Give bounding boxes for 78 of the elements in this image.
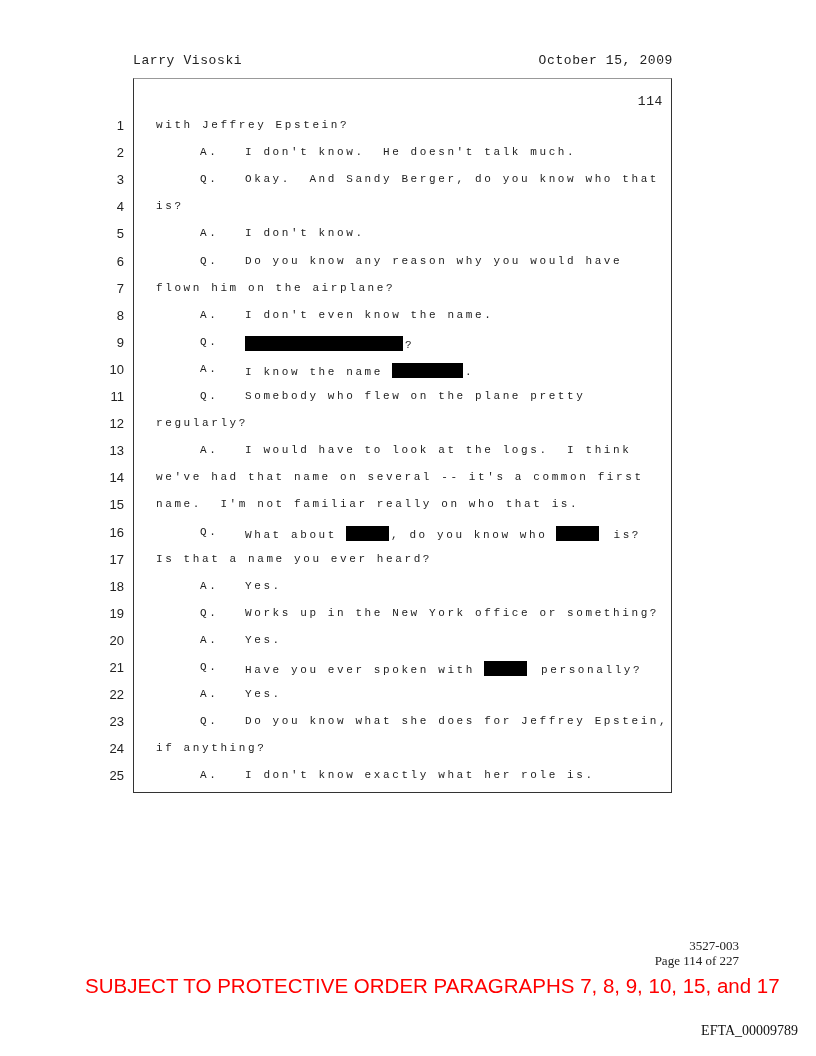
line-number: 13 [108,443,124,459]
deposition-date: October 15, 2009 [538,53,673,68]
line-number: 18 [108,578,124,594]
protective-order-notice: SUBJECT TO PROTECTIVE ORDER PARAGRAPHS 7, 8, 9, 10, 15, and 17 [85,974,780,998]
line-number: 24 [108,741,124,757]
speaker-label: Q. [200,335,219,348]
speaker-label: A. [200,227,219,240]
transcript-text: Do you know any reason why you would have [245,254,623,267]
speaker-label: Q. [200,606,219,619]
speaker-label: Q. [200,173,219,186]
line-number: 2 [115,145,124,161]
transcript-text: is? [156,200,184,213]
speaker-label: A. [200,308,219,321]
transcript-text: name. I'm not familiar really on who that is. [156,498,580,511]
line-number: 10 [108,361,124,377]
line-number: 20 [108,632,124,648]
transcript-text: Have you ever spoken with [245,664,476,676]
transcript-text: I don't know exactly what her role is. [245,769,595,782]
line-number: 11 [109,389,124,404]
transcript-text: . [465,365,475,378]
document-id: EFTA_00009789 [701,1023,798,1039]
speaker-label: A. [200,444,219,457]
speaker-label: A. [200,579,219,592]
line-number: 8 [115,307,124,323]
line-number: 21 [108,660,124,675]
speaker-label: A. [200,688,219,701]
line-number: 12 [108,416,124,432]
transcript-text: if anything? [156,742,267,755]
transcript-text: Yes. [245,579,282,592]
transcript-text: is? [613,528,642,541]
line-number: 3 [115,172,124,188]
transcript-text: I don't know. [245,227,365,240]
line-number: 15 [108,497,124,513]
transcript-text: Works up in the New York office or something? [245,606,660,619]
transcript-text: personally? [541,664,643,676]
line-number: 5 [115,226,124,242]
transcript-text: ? [405,338,415,351]
transcript-text: I don't even know the name. [245,308,494,321]
page-number: 114 [637,94,663,109]
transcript-text: Okay. And Sandy Berger, do you know who that [245,173,660,186]
line-number: 1 [115,118,124,133]
speaker-label: Q. [200,715,219,728]
transcript-text: I know the name [245,365,384,378]
line-number: 9 [115,334,124,350]
speaker-label: A. [200,769,219,782]
transcript-text: I would have to look at the logs. I think [245,444,632,457]
speaker-label: A. [200,146,219,159]
line-number: 14 [108,470,124,486]
transcript-text: Somebody who flew on the plane pretty [245,390,586,402]
transcript-text: Yes. [245,688,282,701]
speaker-label: Q. [200,525,219,538]
line-number: 23 [108,714,124,730]
page-count: Page 114 of 227 [654,953,739,969]
line-number: 25 [108,768,124,784]
transcript-text: What about [245,528,337,541]
transcript-text: Do you know what she does for Jeffrey Epstein, [245,715,669,728]
transcript-text: , do you know who [391,528,548,541]
line-number: 4 [115,199,124,215]
witness-name: Larry Visoski [133,53,243,68]
transcript-text: regularly? [156,417,248,430]
transcript-text: flown him on the airplane? [156,281,396,294]
speaker-label: A. [200,362,219,375]
line-number: 6 [115,253,124,269]
transcript-text: I don't know. He doesn't talk much. [245,146,577,159]
line-number: 19 [108,605,124,621]
transcript-text: Is that a name you ever heard? [156,552,433,565]
case-number: 3527-003 [689,938,739,954]
transcript-text: with Jeffrey Epstein? [156,119,350,131]
speaker-label: Q. [200,254,219,267]
line-number: 22 [108,687,124,703]
speaker-label: A. [200,633,219,646]
line-number: 7 [115,280,124,296]
line-number: 16 [108,524,124,540]
transcript-text: Yes. [245,633,282,646]
speaker-label: Q. [200,661,219,673]
line-number: 17 [108,551,124,567]
speaker-label: Q. [200,390,219,402]
transcript-text: we've had that name on several -- it's a common first [156,471,644,484]
